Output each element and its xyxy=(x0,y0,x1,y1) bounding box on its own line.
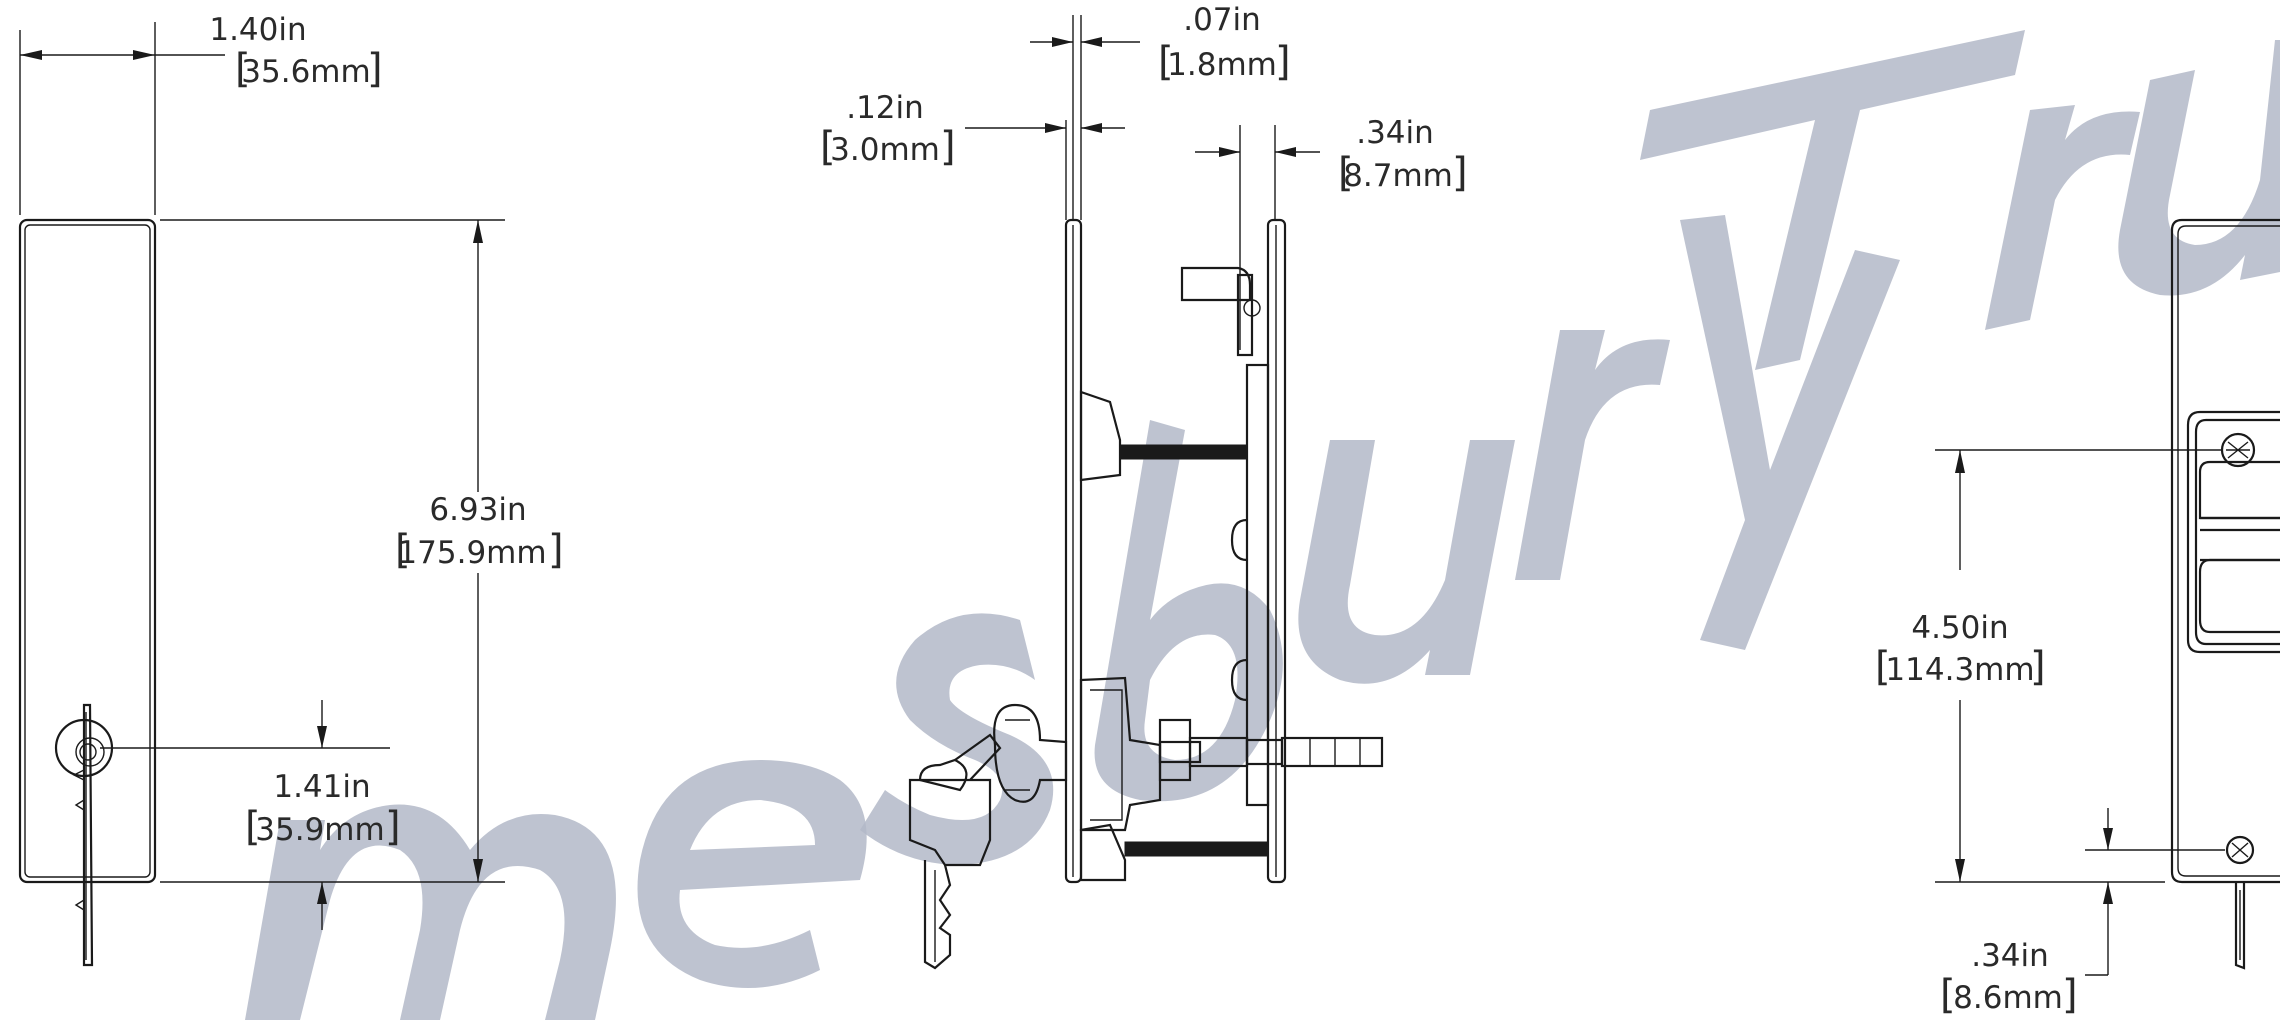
bracket: [ xyxy=(395,527,411,573)
bracket: ] xyxy=(940,124,956,170)
watermark xyxy=(245,30,2280,1020)
key-offset-metric: 35.9mm xyxy=(255,812,384,848)
gasket-metric: 1.8mm xyxy=(1167,47,1277,83)
bracket: [ xyxy=(235,46,251,92)
gasket-imperial: .07in xyxy=(1183,2,1261,38)
bracket: ] xyxy=(1452,150,1468,196)
bracket: ] xyxy=(548,527,564,573)
depth-metric: 8.7mm xyxy=(1343,158,1453,194)
plate-imperial: .12in xyxy=(846,90,924,126)
side-dimensions xyxy=(965,15,1320,350)
width-imperial: 1.40in xyxy=(209,12,306,48)
hole-offset-imperial: .34in xyxy=(1971,938,2049,974)
depth-imperial: .34in xyxy=(1356,115,1434,151)
hole-spacing-metric: 114.3mm xyxy=(1885,652,2034,688)
bracket: ] xyxy=(2030,644,2046,690)
front-view xyxy=(18,22,505,967)
bracket: [ xyxy=(1158,39,1174,85)
rear-dimensions xyxy=(1935,449,2225,976)
hole-offset-metric: 8.6mm xyxy=(1953,980,2063,1016)
bracket: [ xyxy=(1875,644,1891,690)
bracket: [ xyxy=(820,124,836,170)
height-imperial: 6.93in xyxy=(429,492,526,528)
rear-view xyxy=(2170,218,2280,970)
bracket: ] xyxy=(367,46,383,92)
hole-spacing-imperial: 4.50in xyxy=(1911,610,2008,646)
bracket: [ xyxy=(245,804,261,850)
width-metric: 35.6mm xyxy=(241,54,370,90)
height-metric: 175.9mm xyxy=(397,535,546,571)
plate-metric: 3.0mm xyxy=(830,132,940,168)
bracket: ] xyxy=(2062,972,2078,1018)
bracket: ] xyxy=(385,804,401,850)
bracket: [ xyxy=(1940,972,1956,1018)
bracket: ] xyxy=(1275,39,1291,85)
bracket: [ xyxy=(1338,150,1354,196)
side-view xyxy=(908,218,1384,970)
key-offset-imperial: 1.41in xyxy=(273,769,370,805)
